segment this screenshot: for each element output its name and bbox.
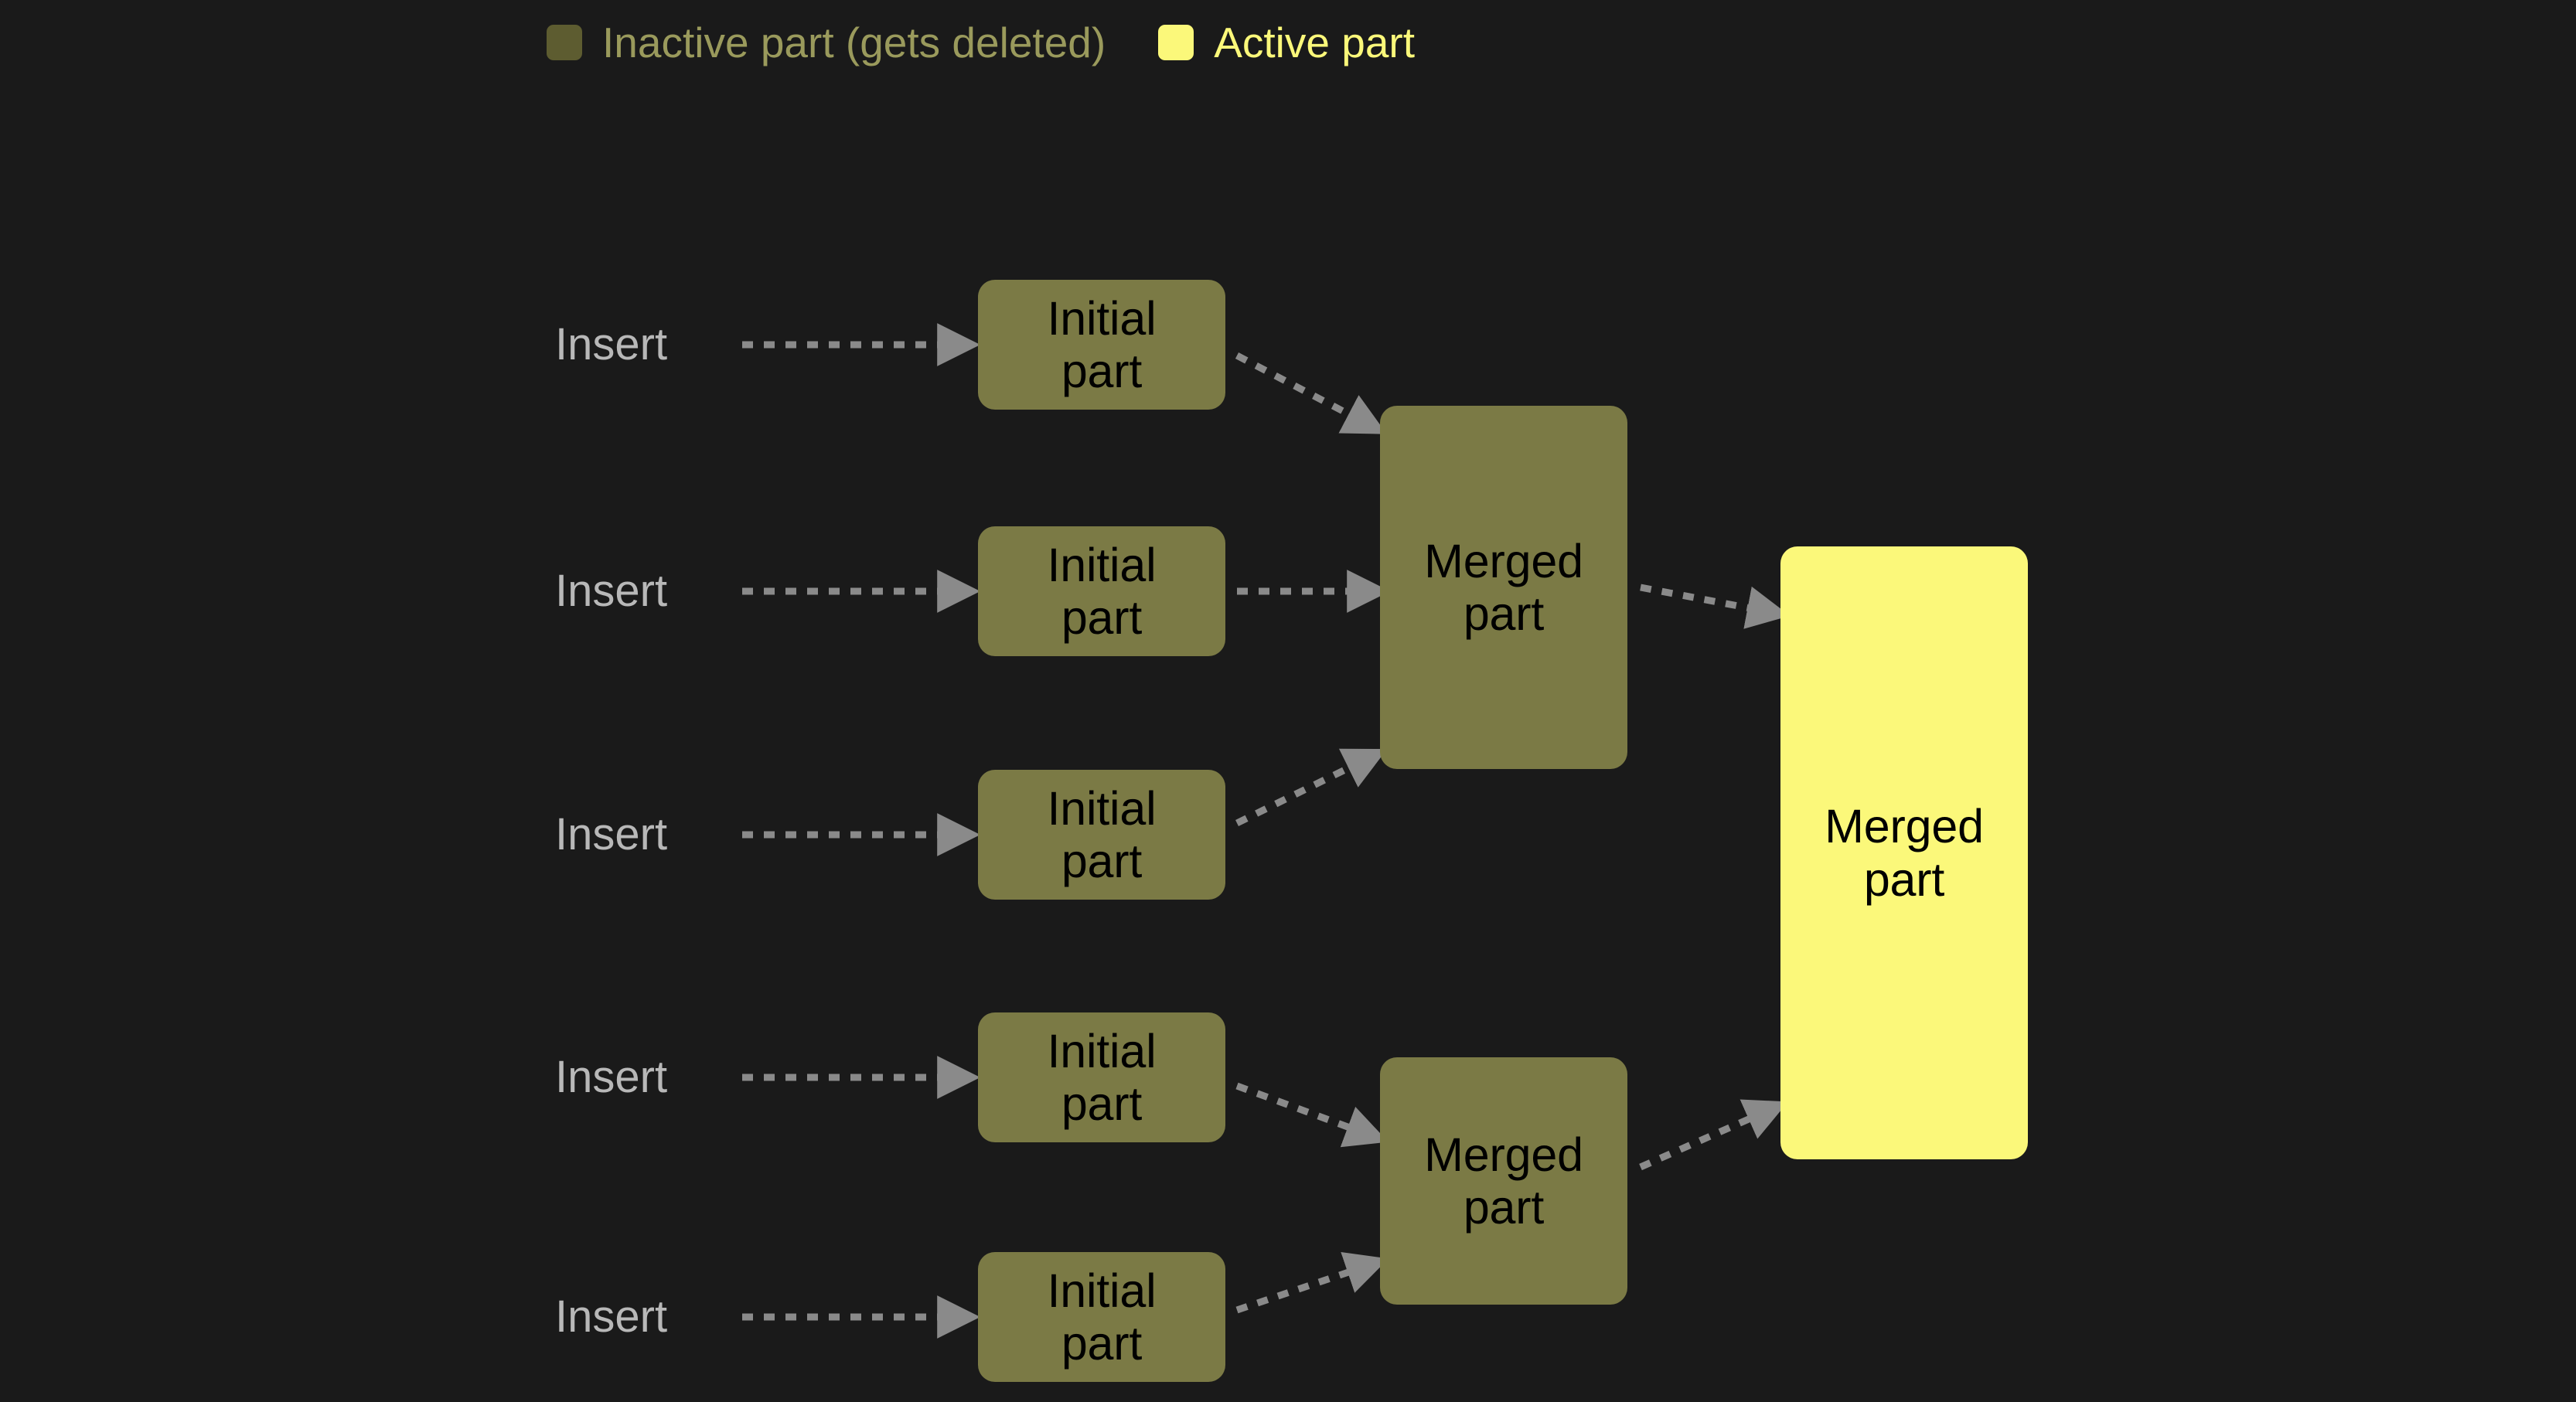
node-label-line1: Initial	[1047, 781, 1157, 835]
arrow-initial-part-3-to-merged-top	[1235, 748, 1388, 827]
node-initial-part-1[interactable]: Initial part	[978, 280, 1225, 410]
node-initial-part-3[interactable]: Initial part	[978, 770, 1225, 900]
node-initial-part-2[interactable]: Initial part	[978, 526, 1225, 656]
legend-item-inactive: Inactive part (gets deleted)	[547, 18, 1106, 66]
node-label-line2: part	[1463, 587, 1545, 640]
legend: Inactive part (gets deleted) Active part	[547, 15, 1415, 70]
node-merged-part-top[interactable]: Merged part	[1380, 406, 1627, 769]
arrow-initial-part-4-to-merged-bottom	[1235, 1082, 1389, 1148]
insert-label-1: Insert	[555, 319, 668, 369]
node-initial-part-5[interactable]: Initial part	[978, 1252, 1225, 1382]
arrow-merged-top-to-merged-active	[1640, 584, 1791, 629]
node-label-line2: part	[1061, 345, 1143, 397]
node-label-line1: Initial	[1047, 291, 1157, 345]
node-label-line2: part	[1061, 835, 1143, 887]
active-color-swatch-icon	[1158, 25, 1194, 60]
node-merged-part-bottom[interactable]: Merged part	[1380, 1057, 1627, 1305]
node-label-line1: Initial	[1047, 1264, 1157, 1317]
insert-label-5: Insert	[555, 1291, 668, 1342]
node-label-line1: Initial	[1047, 538, 1157, 591]
arrow-initial-part-5-to-merged-bottom	[1235, 1251, 1389, 1314]
inactive-color-swatch-icon	[547, 25, 582, 60]
insert-label-3: Insert	[555, 809, 668, 859]
node-label-line1: Merged	[1424, 1128, 1583, 1181]
insert-label-2: Insert	[555, 566, 668, 616]
node-merged-part-active[interactable]: Merged part	[1780, 546, 2028, 1159]
node-label-line2: part	[1863, 852, 1945, 906]
arrow-merged-bottom-to-merged-active	[1639, 1099, 1788, 1171]
node-initial-part-4[interactable]: Initial part	[978, 1012, 1225, 1142]
node-label-line2: part	[1061, 591, 1143, 644]
legend-item-active: Active part	[1158, 18, 1416, 66]
node-label-line1: Merged	[1825, 800, 1984, 853]
node-label-line2: part	[1061, 1077, 1143, 1130]
legend-label-active: Active part	[1214, 18, 1416, 66]
insert-label-4: Insert	[555, 1052, 668, 1102]
node-label-line2: part	[1061, 1317, 1143, 1370]
node-label-line2: part	[1463, 1181, 1545, 1234]
node-label-line1: Initial	[1047, 1024, 1157, 1077]
node-label-line1: Merged	[1424, 534, 1583, 587]
legend-label-inactive: Inactive part (gets deleted)	[602, 18, 1106, 66]
arrow-initial-part-1-to-merged-top	[1235, 352, 1387, 434]
